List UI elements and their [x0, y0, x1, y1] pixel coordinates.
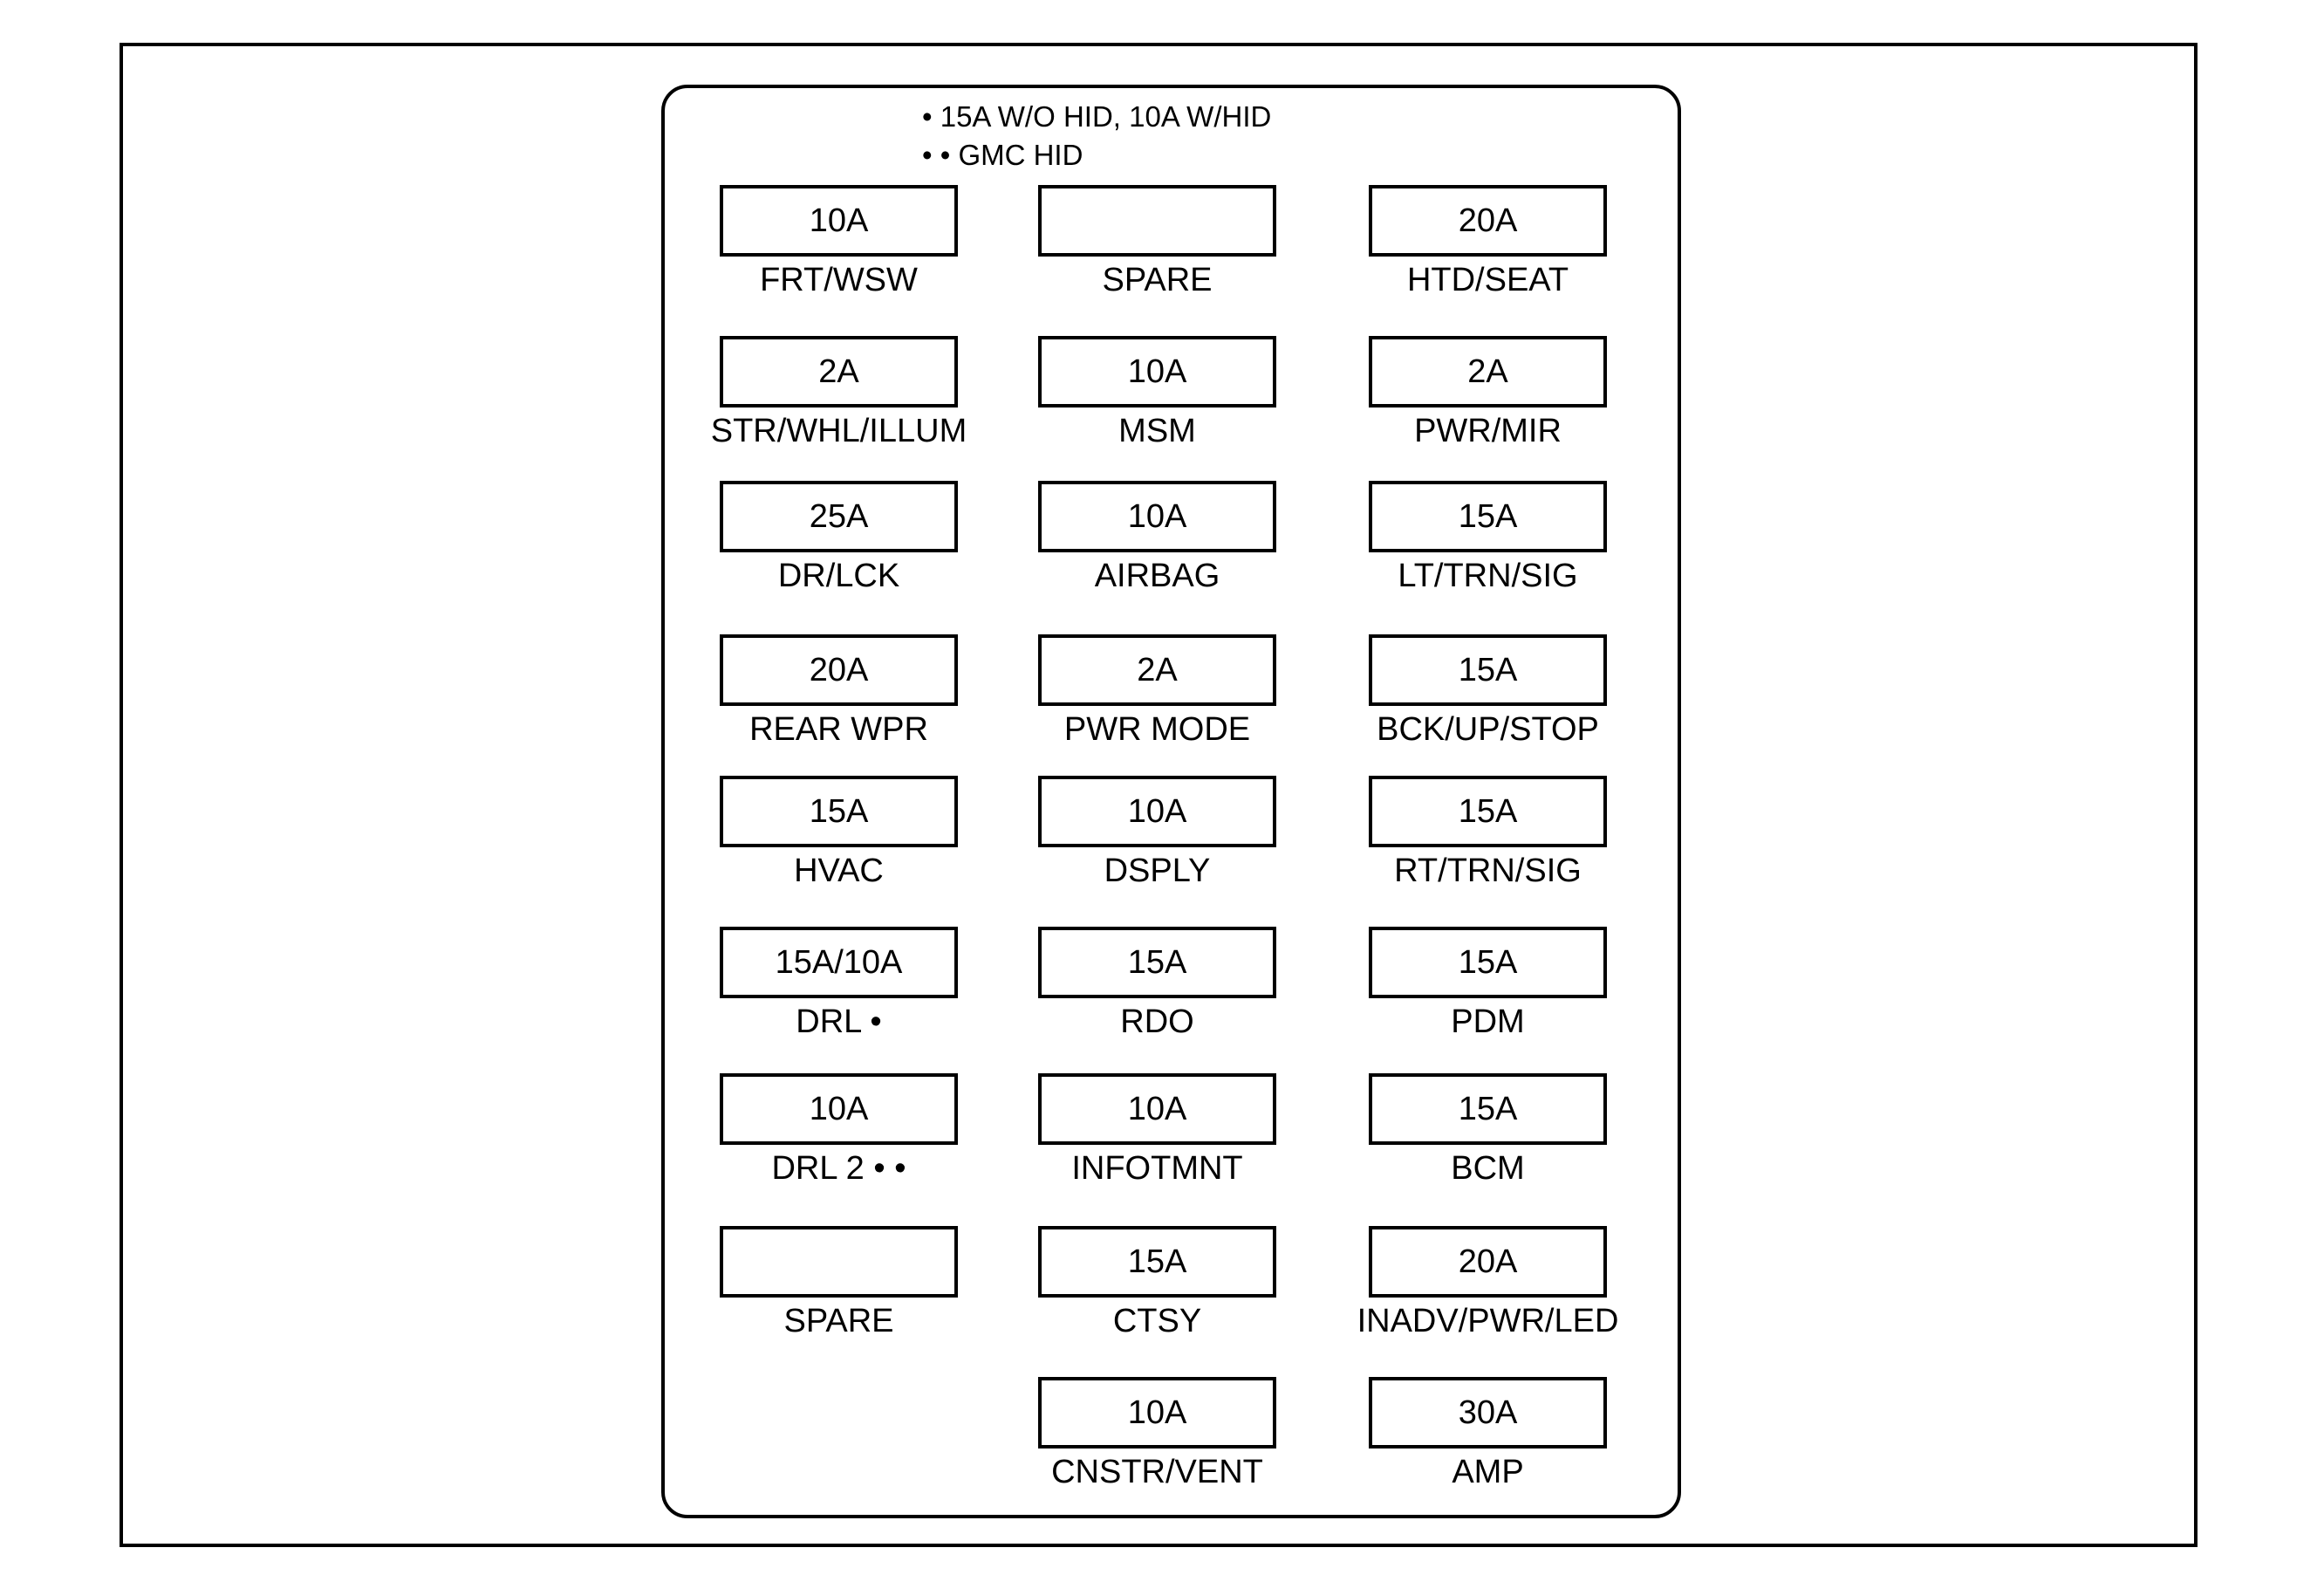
outer-frame: [120, 43, 2198, 1547]
fuse-box: 10A: [1038, 481, 1276, 552]
fuse-label: DSPLY: [1104, 853, 1211, 889]
fuse-label: MSM: [1118, 413, 1196, 449]
fuse-label: STR/WHL/ILLUM: [710, 413, 967, 449]
fuse-label: FRT/WSW: [760, 262, 918, 298]
fuse-box: 2A: [1369, 336, 1607, 407]
fuse-box: 15A: [1369, 776, 1607, 847]
legend-line-double-dot: • • GMC HID: [922, 139, 1083, 171]
fuse-box: 15A: [1369, 481, 1607, 552]
fuse-label: AIRBAG: [1094, 558, 1220, 594]
fuse-box: [1038, 185, 1276, 257]
fuse-label: DRL 2 • •: [771, 1150, 906, 1187]
fuse-box: 10A: [1038, 776, 1276, 847]
fuse-label: PDM: [1451, 1003, 1525, 1040]
fuse-label: PWR MODE: [1063, 711, 1251, 748]
fuse-box: 25A: [720, 481, 958, 552]
fuse-label: INADV/PWR/LED: [1357, 1303, 1619, 1339]
legend-line-single-dot: • 15A W/O HID, 10A W/HID: [922, 100, 1272, 133]
fuse-box: 10A: [1038, 1377, 1276, 1448]
fuse-box: 15A: [1369, 1073, 1607, 1145]
fuse-label: BCM: [1451, 1150, 1525, 1187]
fuse-label: PWR/MIR: [1414, 413, 1562, 449]
fuse-label: DR/LCK: [777, 558, 900, 594]
fuse-label: SPARE: [783, 1303, 894, 1339]
fuse-box: 2A: [720, 336, 958, 407]
fuse-label: CNSTR/VENT: [1051, 1454, 1263, 1490]
fuse-box: 10A: [1038, 1073, 1276, 1145]
fuse-box: [720, 1226, 958, 1298]
fuse-box: 30A: [1369, 1377, 1607, 1448]
fuse-label: DRL •: [796, 1003, 882, 1040]
fuse-panel: [661, 85, 1681, 1518]
fuse-box: 20A: [1369, 1226, 1607, 1298]
fuse-box: 10A: [720, 185, 958, 257]
fuse-label: AMP: [1452, 1454, 1524, 1490]
fuse-label: INFOTMNT: [1071, 1150, 1243, 1187]
fuse-label: RDO: [1120, 1003, 1194, 1040]
fuse-label: HVAC: [794, 853, 884, 889]
fuse-box: 15A: [1369, 927, 1607, 998]
fuse-label: BCK/UP/STOP: [1377, 711, 1599, 748]
fuse-label: SPARE: [1102, 262, 1213, 298]
fuse-box: 10A: [720, 1073, 958, 1145]
fuse-label: LT/TRN/SIG: [1398, 558, 1578, 594]
fuse-box: 20A: [720, 634, 958, 706]
fuse-box: 15A/10A: [720, 927, 958, 998]
fuse-label: HTD/SEAT: [1406, 262, 1569, 298]
fuse-box: 15A: [720, 776, 958, 847]
fuse-box: 15A: [1369, 634, 1607, 706]
fuse-box: 10A: [1038, 336, 1276, 407]
fuse-box: 15A: [1038, 1226, 1276, 1298]
fuse-label: RT/TRN/SIG: [1394, 853, 1582, 889]
fuse-label: CTSY: [1112, 1303, 1202, 1339]
fuse-box: 20A: [1369, 185, 1607, 257]
fuse-label: REAR WPR: [749, 711, 928, 748]
fuse-box: 2A: [1038, 634, 1276, 706]
fuse-box: 15A: [1038, 927, 1276, 998]
